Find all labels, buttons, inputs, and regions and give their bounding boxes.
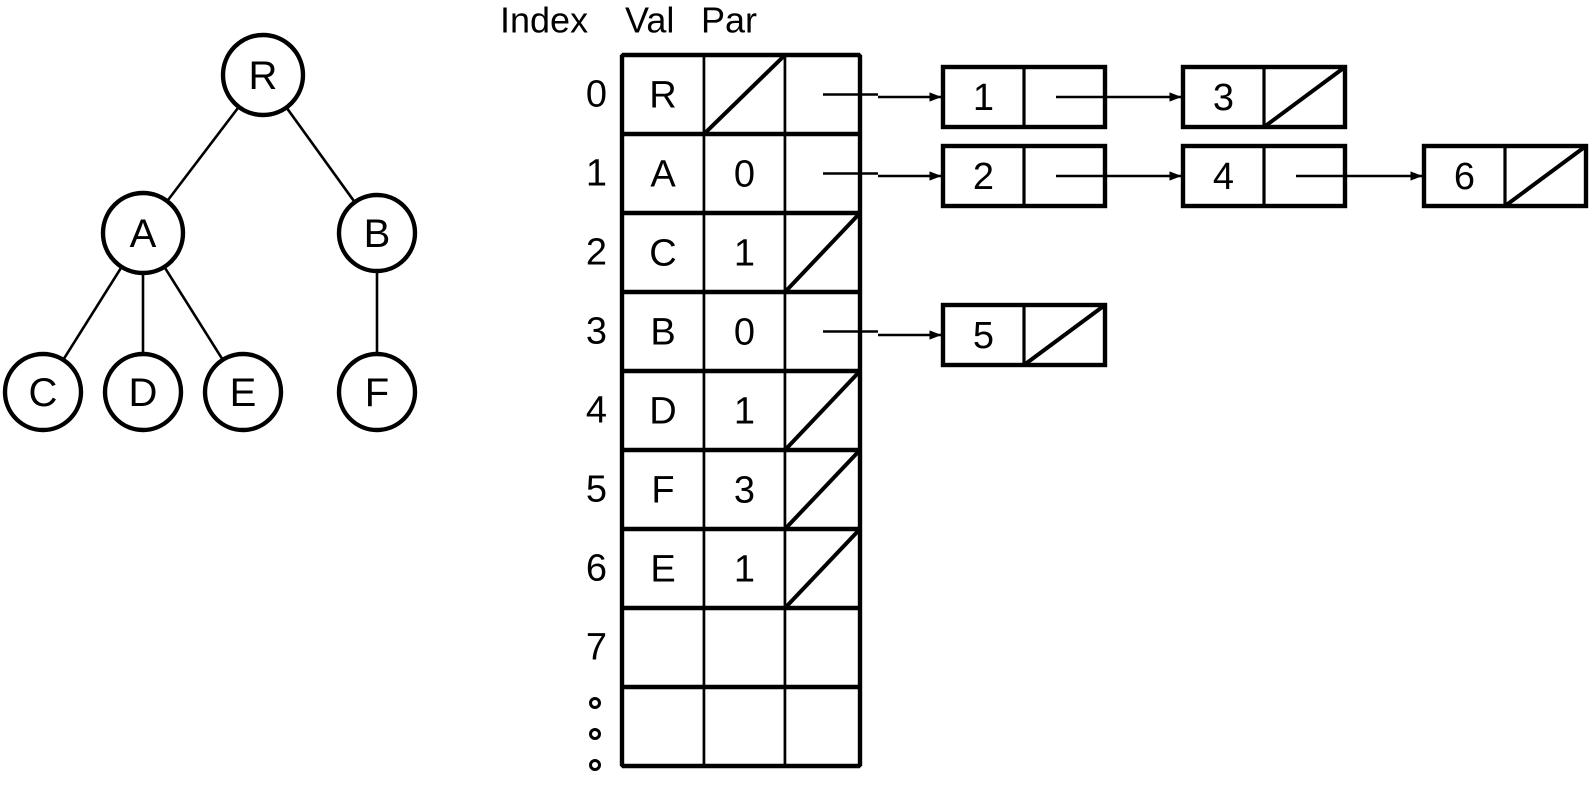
cell-value-par: 3	[734, 470, 755, 512]
cell-value-val: D	[649, 391, 676, 433]
table-row[interactable]: 7	[586, 606, 862, 689]
tree-node-r[interactable]: R	[220, 32, 306, 118]
tree-edges	[62, 106, 379, 361]
table-row[interactable]: 6 E 1	[586, 527, 862, 610]
cell-value-val: E	[650, 549, 675, 591]
list-node-value: 6	[1454, 156, 1475, 198]
list-node-value: 4	[1213, 156, 1234, 198]
tree-node-label: D	[129, 371, 158, 415]
table-cell	[702, 448, 787, 531]
table-row[interactable]: 1 A 0	[586, 132, 878, 215]
tree-node-label: B	[364, 212, 391, 256]
cell-value-par: 1	[734, 233, 755, 275]
cell-value-val: B	[650, 312, 675, 354]
tree-node-a[interactable]: A	[100, 190, 186, 276]
cell-value-val: A	[650, 154, 676, 196]
tree-edge-r-a	[166, 106, 240, 202]
row-index-label: 7	[586, 627, 607, 669]
null-slash-par	[702, 53, 787, 136]
list-node[interactable]: 1	[940, 64, 1182, 130]
tree-nodes: R A B C D E F	[2, 32, 418, 433]
table-row[interactable]: 5 F 3	[586, 448, 862, 531]
cell-value-val: F	[651, 470, 674, 512]
null-slash-pointer	[783, 211, 862, 294]
tree-edge-r-b	[285, 106, 356, 203]
tree-node-b[interactable]: B	[336, 192, 418, 274]
column-header-par: Par	[701, 0, 757, 41]
list-node[interactable]: 4	[1180, 143, 1423, 209]
tree-node-d[interactable]: D	[102, 351, 184, 433]
tree-node-label: F	[365, 371, 389, 415]
row-index-label: 1	[586, 153, 607, 195]
tree-edge-a-e	[163, 266, 224, 361]
tree-node-circle	[336, 351, 418, 433]
null-slash-next	[1503, 144, 1588, 208]
column-header-index: Index	[500, 0, 588, 41]
table-column-headers: Index Val Par	[500, 0, 757, 41]
tree-node-label: C	[29, 371, 58, 415]
list-node[interactable]: 2	[940, 143, 1182, 209]
tree-node-circle	[102, 351, 184, 433]
table-cell	[783, 685, 862, 768]
null-slash-pointer	[783, 527, 862, 610]
ellipsis-dot-icon	[589, 759, 601, 771]
tree-node-f[interactable]: F	[336, 351, 418, 433]
tree-edge-a-c	[62, 266, 123, 361]
linked-list-row-1: 2 4 6	[878, 143, 1589, 209]
tree-node-e[interactable]: E	[202, 351, 284, 433]
tree-node-circle	[202, 351, 284, 433]
row-index-label: 2	[586, 232, 607, 274]
null-slash-pointer	[783, 369, 862, 452]
column-header-val: Val	[625, 0, 674, 41]
tree-node-circle	[100, 190, 186, 276]
tree-node-c[interactable]: C	[2, 351, 84, 433]
table-cell	[702, 606, 787, 689]
row-index-label: 0	[586, 74, 607, 116]
table-row[interactable]: 3 B 0	[586, 290, 878, 373]
table-cell	[702, 527, 787, 610]
ellipsis-dot-icon	[589, 697, 601, 709]
null-slash-pointer	[783, 448, 862, 531]
null-slash-next	[1022, 303, 1107, 367]
cell-value-val: R	[649, 75, 676, 117]
table-cell	[620, 290, 706, 373]
table-cell	[620, 685, 706, 768]
row-index-label: 6	[586, 548, 607, 590]
list-node[interactable]: 6	[1421, 143, 1589, 209]
row-index-label: 4	[586, 390, 607, 432]
tree-node-label: R	[249, 54, 278, 98]
tree-node-label: A	[130, 212, 157, 256]
cell-value-par: 1	[734, 549, 755, 591]
row-index-label: 3	[586, 311, 607, 353]
table-cell	[702, 685, 787, 768]
table-cell	[783, 606, 862, 689]
linked-list-row-3: 5	[878, 302, 1108, 368]
cell-value-par: 0	[734, 154, 755, 196]
tree-node-circle	[2, 351, 84, 433]
list-node-value: 2	[973, 156, 994, 198]
tree-node-circle	[336, 192, 418, 274]
tree-node-label: E	[230, 371, 257, 415]
table-cell	[620, 606, 706, 689]
list-node[interactable]: 3	[1180, 64, 1348, 130]
ellipsis-dot-icon	[589, 728, 601, 740]
cell-value-val: C	[649, 233, 676, 275]
cell-value-par: 0	[734, 312, 755, 354]
row-index-label: 5	[586, 469, 607, 511]
list-node-value: 3	[1213, 77, 1234, 119]
cell-value-par: 1	[734, 391, 755, 433]
list-node[interactable]: 5	[940, 302, 1108, 368]
table-row[interactable]	[620, 685, 862, 768]
list-node-value: 5	[973, 315, 994, 357]
null-slash-next	[1262, 65, 1347, 129]
list-node-value: 1	[973, 77, 994, 119]
tree-node-circle	[220, 32, 306, 118]
